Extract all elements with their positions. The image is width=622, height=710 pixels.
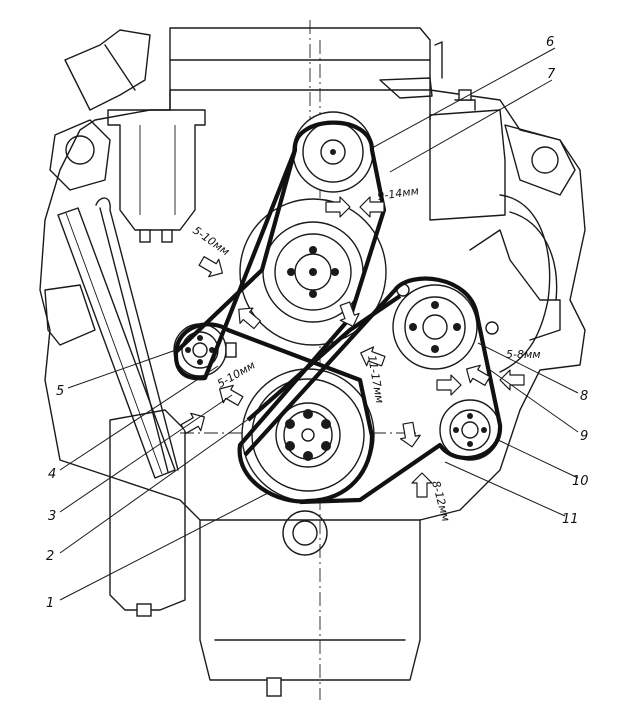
callout-labels: 6 7 8 9 10 11 5 4 3 2 1 (46, 35, 589, 611)
bolt (485, 321, 499, 335)
callout-4: 4 (48, 467, 56, 482)
dimension-right: 5-8мм (506, 348, 541, 361)
dimension-left: 5-10мм (190, 224, 232, 258)
dimension-top: 9-14мм (377, 184, 420, 203)
callout-7: 7 (547, 67, 556, 82)
callout-2: 2 (46, 549, 54, 564)
callout-9: 9 (580, 429, 588, 444)
callout-1: 1 (46, 596, 54, 611)
callout-5: 5 (56, 384, 64, 399)
drive-belts (173, 120, 503, 505)
callout-11: 11 (562, 512, 579, 527)
callout-8: 8 (580, 389, 588, 404)
direction-arrows (180, 196, 525, 498)
alternator-pulley (392, 284, 478, 370)
callout-6: 6 (546, 35, 554, 50)
engine-block (39, 27, 586, 697)
callout-10: 10 (572, 474, 589, 489)
leader-lines (59, 47, 579, 601)
dipstick-tube (57, 197, 179, 479)
callout-3: 3 (48, 509, 56, 524)
